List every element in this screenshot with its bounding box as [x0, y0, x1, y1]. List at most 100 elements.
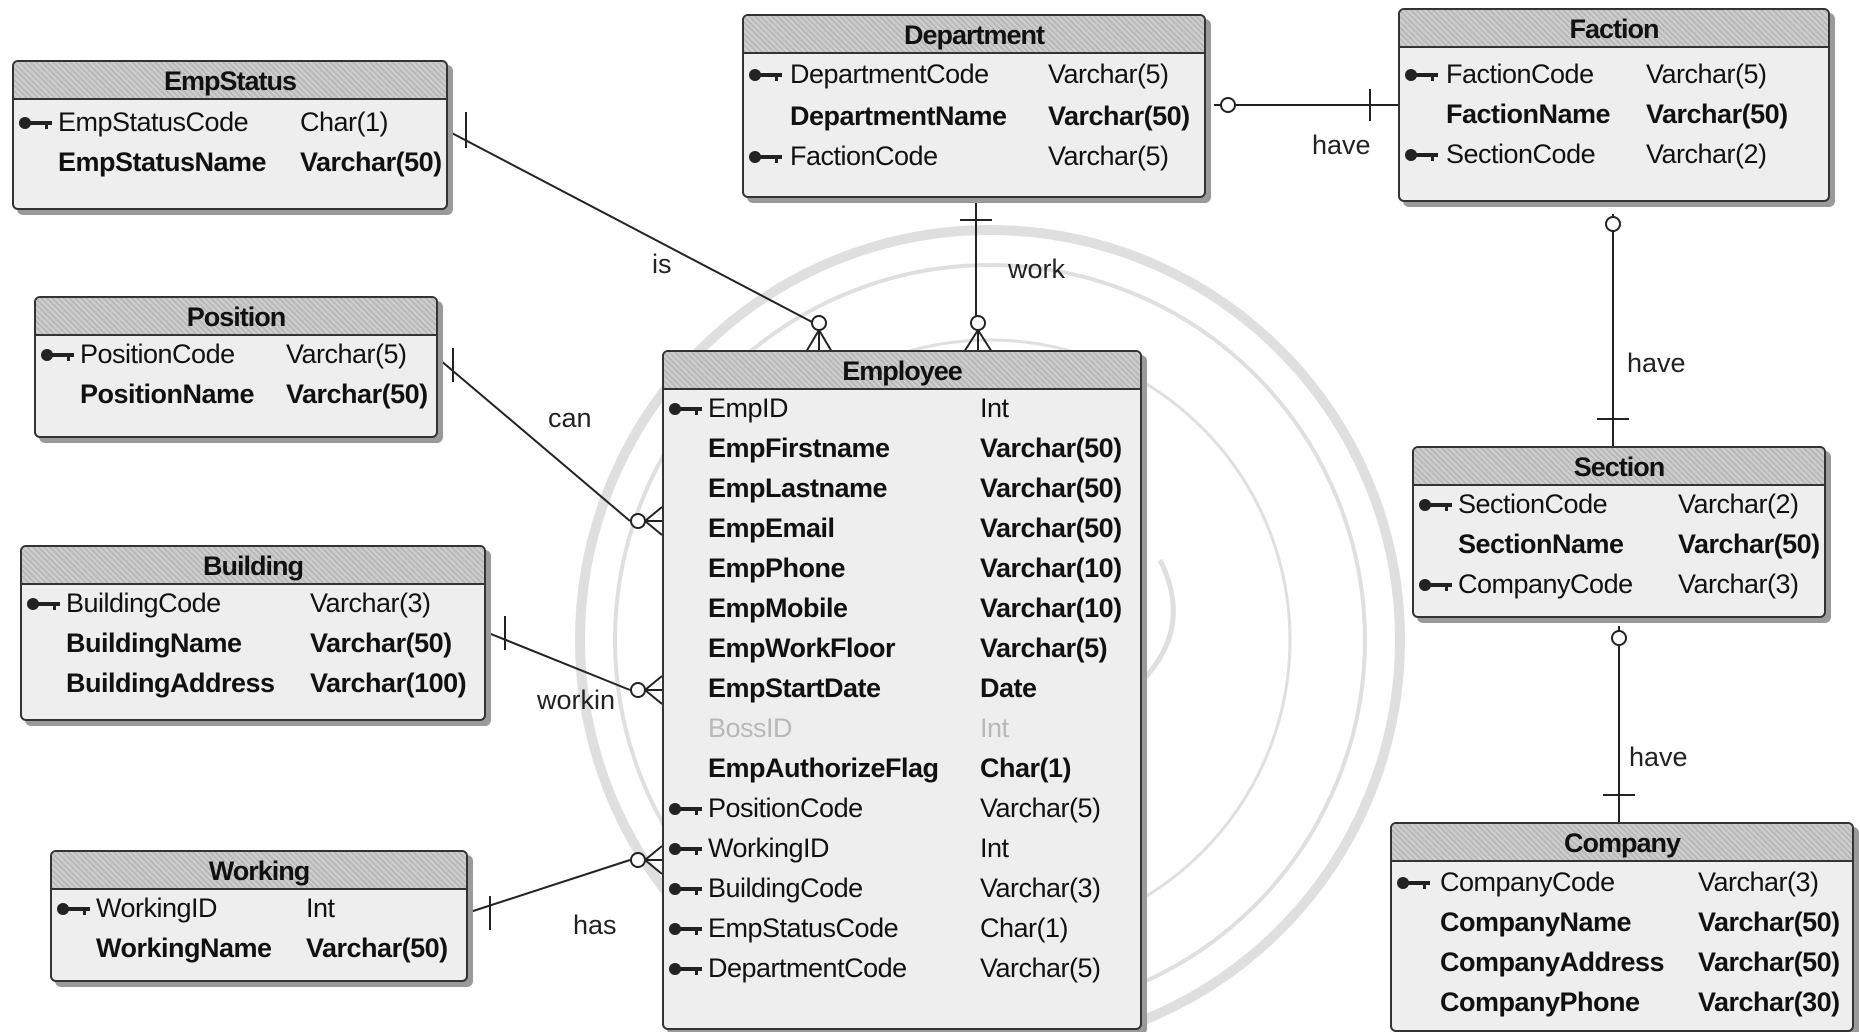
entity-empstatus[interactable]: EmpStatus EmpStatusCode Char(1) EmpStatu… — [12, 60, 448, 210]
field-type: Int — [980, 713, 1009, 743]
entity-title: Working — [52, 852, 466, 890]
entity-field-row: PositionCode Varchar(5) — [36, 334, 436, 374]
entity-position[interactable]: Position PositionCode Varchar(5) Positio… — [34, 296, 438, 438]
field-name: EmpPhone — [708, 553, 846, 583]
relationship-label-can: can — [548, 403, 592, 433]
entity-field-row: CompanyAddress Varchar(50) — [1392, 942, 1852, 982]
field-type: Char(1) — [300, 107, 389, 137]
field-type: Date — [980, 673, 1037, 703]
relationship-label-section-company: have — [1629, 742, 1688, 772]
entity-field-row: EmpLastname Varchar(50) — [664, 468, 1140, 508]
field-type: Varchar(50) — [310, 628, 452, 658]
key-icon — [1419, 579, 1452, 591]
field-name: DepartmentCode — [790, 59, 989, 89]
field-type: Varchar(3) — [1698, 867, 1819, 897]
key-icon — [41, 349, 74, 361]
field-type: Varchar(50) — [286, 379, 428, 409]
entity-field-row: EmpStatusName Varchar(50) — [14, 142, 446, 182]
relationship-label-faction-section: have — [1627, 348, 1686, 378]
field-type: Varchar(5) — [1646, 59, 1767, 89]
field-name: BuildingAddress — [66, 668, 275, 698]
connector-workin — [485, 616, 663, 705]
key-icon — [669, 803, 702, 815]
field-type: Varchar(50) — [1698, 947, 1840, 977]
field-name: EmpEmail — [708, 513, 835, 543]
entity-title: Position — [36, 298, 436, 336]
field-name: CompanyAddress — [1440, 947, 1665, 977]
entity-field-row: EmpStatusCode Char(1) — [14, 102, 446, 142]
key-icon — [27, 598, 60, 610]
connector-faction-section — [1597, 214, 1629, 448]
field-name: EmpStatusName — [58, 147, 267, 177]
relationship-label-dept-faction: have — [1312, 130, 1371, 160]
entity-title: Department — [744, 16, 1204, 54]
field-type: Varchar(2) — [1646, 139, 1767, 169]
field-name: EmpStatusCode — [58, 107, 249, 137]
field-type: Varchar(50) — [1646, 99, 1788, 129]
field-name: EmpStartDate — [708, 673, 881, 703]
entity-title: Employee — [664, 352, 1140, 390]
key-icon — [669, 843, 702, 855]
entity-building[interactable]: Building BuildingCode Varchar(3) Buildin… — [20, 545, 486, 721]
field-name: EmpLastname — [708, 473, 888, 503]
entity-field-row: CompanyCode Varchar(3) — [1414, 564, 1824, 604]
field-name: PositionCode — [80, 339, 235, 369]
connector-is — [445, 112, 833, 353]
field-type: Varchar(50) — [1048, 101, 1190, 131]
entity-section[interactable]: Section SectionCode Varchar(2) SectionNa… — [1412, 446, 1826, 618]
entity-company[interactable]: Company CompanyCode Varchar(3) CompanyNa… — [1390, 822, 1854, 1032]
entity-working[interactable]: Working WorkingID Int WorkingName Varcha… — [50, 850, 468, 982]
field-name: BuildingCode — [66, 588, 221, 618]
key-icon — [669, 963, 702, 975]
field-type: Varchar(50) — [1678, 529, 1820, 559]
entity-field-row: BuildingAddress Varchar(100) — [22, 663, 484, 703]
connector-has — [469, 845, 663, 930]
field-type: Varchar(5) — [286, 339, 407, 369]
key-icon — [749, 69, 782, 81]
relationship-label-is: is — [652, 249, 672, 279]
field-type: Varchar(50) — [980, 513, 1122, 543]
field-type: Varchar(10) — [980, 553, 1122, 583]
field-type: Varchar(5) — [1048, 141, 1169, 171]
key-icon — [1405, 149, 1438, 161]
field-type: Varchar(50) — [980, 473, 1122, 503]
field-name: WorkingName — [96, 933, 272, 963]
field-name: EmpFirstname — [708, 433, 890, 463]
field-name: EmpStatusCode — [708, 913, 899, 943]
entity-department[interactable]: Department DepartmentCode Varchar(5) Dep… — [742, 14, 1206, 198]
field-name: BossID — [708, 713, 793, 743]
field-type: Varchar(30) — [1698, 987, 1840, 1017]
field-type: Varchar(100) — [310, 668, 467, 698]
key-icon — [57, 903, 90, 915]
field-name: WorkingID — [708, 833, 830, 863]
entity-faction[interactable]: Faction FactionCode Varchar(5) FactionNa… — [1398, 8, 1830, 202]
entity-field-row: SectionName Varchar(50) — [1414, 524, 1824, 564]
field-type: Varchar(50) — [300, 147, 442, 177]
field-name: PositionName — [80, 379, 255, 409]
field-name: CompanyName — [1440, 907, 1632, 937]
entity-field-row: BuildingName Varchar(50) — [22, 623, 484, 663]
entity-title: Faction — [1400, 10, 1828, 48]
connector-section-company — [1603, 626, 1635, 822]
entity-field-row: FactionCode Varchar(5) — [744, 136, 1204, 176]
entity-field-row: WorkingName Varchar(50) — [52, 928, 466, 968]
field-name: CompanyPhone — [1440, 987, 1640, 1017]
field-name: CompanyCode — [1440, 867, 1615, 897]
field-name: SectionName — [1458, 529, 1624, 559]
field-name: SectionCode — [1458, 489, 1608, 519]
key-icon — [669, 883, 702, 895]
field-name: BuildingName — [66, 628, 242, 658]
field-type: Varchar(10) — [980, 593, 1122, 623]
entity-field-row: DepartmentCode Varchar(5) — [744, 54, 1204, 94]
connector-dept-faction — [1214, 89, 1398, 121]
relationship-label-workin: workin — [537, 685, 616, 715]
field-type: Varchar(3) — [310, 588, 431, 618]
